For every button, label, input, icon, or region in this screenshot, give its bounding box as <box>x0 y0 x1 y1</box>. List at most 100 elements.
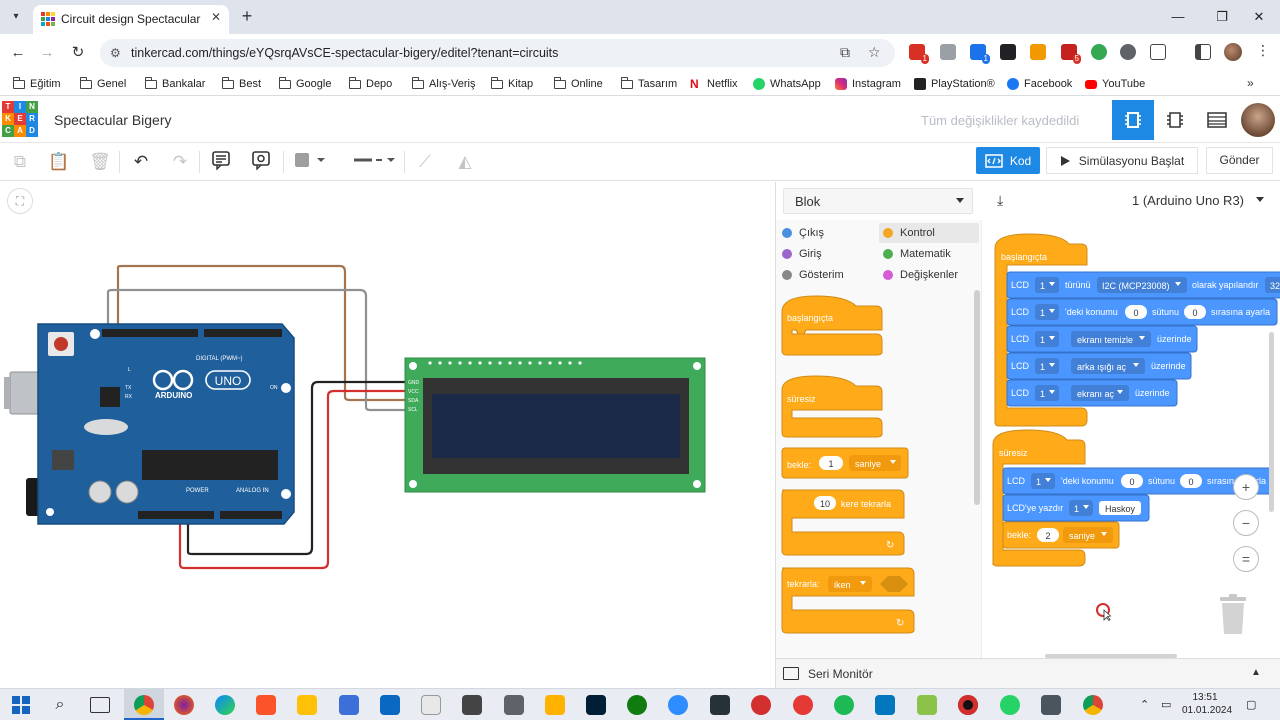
reset-button[interactable] <box>54 337 68 351</box>
wire-type-picker[interactable] <box>352 150 395 174</box>
code-button[interactable]: Kod <box>976 147 1040 174</box>
app-window-icon[interactable] <box>1041 695 1061 715</box>
bom-view-button[interactable] <box>1196 100 1238 140</box>
extension-grid-icon[interactable] <box>1000 44 1016 60</box>
reload-button[interactable]: ↻ <box>71 44 85 61</box>
delete-icon[interactable]: 🗑 <box>89 152 111 171</box>
search-icon[interactable]: ⌕ <box>55 696 65 713</box>
serial-expand-icon[interactable]: ▲ <box>1251 667 1261 678</box>
arduino-board[interactable] <box>37 323 295 525</box>
browser-menu-icon[interactable]: ⋮ <box>1256 42 1270 58</box>
bookmark-star-icon[interactable]: ☆ <box>868 44 881 60</box>
editor-mode-select[interactable]: Blok <box>783 188 973 214</box>
store-icon[interactable] <box>339 695 359 715</box>
recorder-icon[interactable] <box>958 695 978 715</box>
url-input[interactable]: ⚙ tinkercad.com/things/eYQsrqAVsCE-spect… <box>100 39 895 67</box>
notes-visibility-icon[interactable] <box>249 150 273 174</box>
category-math[interactable]: Matematik <box>879 244 979 264</box>
windows-start-icon[interactable] <box>11 695 31 715</box>
bookmark-facebook[interactable]: Facebook <box>1007 76 1072 92</box>
extension-mail-icon[interactable]: 1 <box>909 44 929 64</box>
notepad-icon[interactable] <box>421 695 441 715</box>
send-button[interactable]: Gönder <box>1206 147 1273 174</box>
copy-icon[interactable]: ⧉ <box>13 152 27 171</box>
tab-search-button[interactable]: ▾ <box>13 11 19 22</box>
project-name[interactable]: Spectacular Bigery <box>54 112 172 128</box>
wire-gray[interactable] <box>106 288 405 412</box>
camera-icon[interactable] <box>504 695 524 715</box>
fit-view-icon[interactable]: ⛶ <box>7 188 33 214</box>
brave-icon[interactable] <box>256 695 276 715</box>
gpu-tool-icon[interactable] <box>710 695 730 715</box>
undo-icon[interactable]: ↶ <box>133 152 149 171</box>
close-window-button[interactable]: ✕ <box>1253 9 1265 24</box>
photoshop-icon[interactable] <box>586 695 606 715</box>
bookmark-youtube[interactable]: YouTube <box>1085 76 1145 92</box>
bookmark-folder-alis-veris[interactable]: Alış-Veriş <box>411 76 475 92</box>
tray-chevron-icon[interactable]: ⌃ <box>1140 699 1150 711</box>
zoom-reset-icon[interactable]: = <box>1233 546 1259 572</box>
chrome-taskbar-icon[interactable] <box>134 695 154 715</box>
xbox-icon[interactable] <box>627 695 647 715</box>
extension-notes-icon[interactable] <box>1030 44 1046 60</box>
tinkercad-logo[interactable]: T I N K E R C A D <box>2 101 38 137</box>
trash-icon[interactable] <box>1218 594 1248 634</box>
bookmark-folder-best[interactable]: Best <box>221 76 261 92</box>
notes-icon[interactable] <box>209 150 233 174</box>
palette-block-forever[interactable] <box>781 375 883 438</box>
bookmark-folder-genel[interactable]: Genel <box>79 76 126 92</box>
bookmark-whatsapp[interactable]: WhatsApp <box>753 76 821 92</box>
palette-block-repeat[interactable] <box>781 489 905 556</box>
bookmark-playstation[interactable]: PlayStation® <box>914 76 995 92</box>
download-code-icon[interactable]: ⤓ <box>997 192 1004 208</box>
category-control[interactable]: Kontrol <box>879 223 979 243</box>
zoom-out-icon[interactable]: − <box>1233 510 1259 536</box>
extension-globe-icon[interactable] <box>1091 44 1107 60</box>
wire-brown[interactable] <box>116 264 405 402</box>
install-app-icon[interactable]: ⧉ <box>840 44 850 60</box>
palette-scrollbar[interactable] <box>974 290 980 505</box>
file-explorer-icon[interactable] <box>297 695 317 715</box>
browser-tab[interactable]: Circuit design Spectacular Bigery ✕ <box>33 5 229 34</box>
forward-button[interactable]: → <box>39 44 55 61</box>
restore-button[interactable]: ❐ <box>1216 9 1228 24</box>
vpn-icon[interactable] <box>875 695 895 715</box>
redo-icon[interactable]: ↷ <box>172 152 188 171</box>
minimize-button[interactable]: — <box>1171 9 1185 24</box>
workspace-scrollbar-horizontal[interactable] <box>1045 654 1177 658</box>
sticky-notes-icon[interactable] <box>545 695 565 715</box>
whatsapp-taskbar-icon[interactable] <box>1000 695 1020 715</box>
firefox-icon[interactable] <box>174 695 194 715</box>
paste-icon[interactable]: 📋 <box>48 152 70 171</box>
bookmark-folder-kitap[interactable]: Kitap <box>490 76 533 92</box>
schematic-view-button[interactable] <box>1154 100 1196 140</box>
bookmark-folder-depo[interactable]: Depo <box>348 76 392 92</box>
workspace-scrollbar-vertical[interactable] <box>1269 332 1274 512</box>
circuit-view-button[interactable] <box>1112 100 1154 140</box>
bookmark-instagram[interactable]: Instagram <box>835 76 901 92</box>
network-icon[interactable]: ▭ <box>1161 699 1172 711</box>
category-input[interactable]: Giriş <box>778 244 868 264</box>
category-variables[interactable]: Değişkenler <box>879 265 979 285</box>
wire-red[interactable] <box>178 389 405 570</box>
profile-avatar[interactable] <box>1224 43 1242 61</box>
code-workspace[interactable]: başlangıçta LCD 1 türünü I2C (MCP23008) … <box>983 220 1280 658</box>
extension-people-icon[interactable] <box>1120 44 1136 60</box>
extension-camera-icon[interactable] <box>940 44 956 60</box>
outlook-icon[interactable] <box>380 695 400 715</box>
edge-icon[interactable] <box>215 695 235 715</box>
spotify-icon[interactable] <box>834 695 854 715</box>
wire-black[interactable] <box>186 380 405 556</box>
new-tab-button[interactable]: + <box>241 6 253 26</box>
category-output[interactable]: Çıkış <box>778 223 868 243</box>
extension-box-icon[interactable]: 1 <box>970 44 990 64</box>
flip-icon[interactable]: ◭ <box>458 152 472 171</box>
category-notation[interactable]: Gösterim <box>778 265 868 285</box>
zoom-in-icon[interactable]: + <box>1233 474 1259 500</box>
tab-close-icon[interactable]: ✕ <box>210 10 221 24</box>
task-view-icon[interactable] <box>90 697 110 713</box>
calculator-icon[interactable] <box>462 695 482 715</box>
bookmark-folder-bankalar[interactable]: Bankalar <box>144 76 205 92</box>
system-clock[interactable]: 13:51 01.01.2024 <box>1182 692 1233 716</box>
chrome-second-icon[interactable] <box>1083 695 1103 715</box>
